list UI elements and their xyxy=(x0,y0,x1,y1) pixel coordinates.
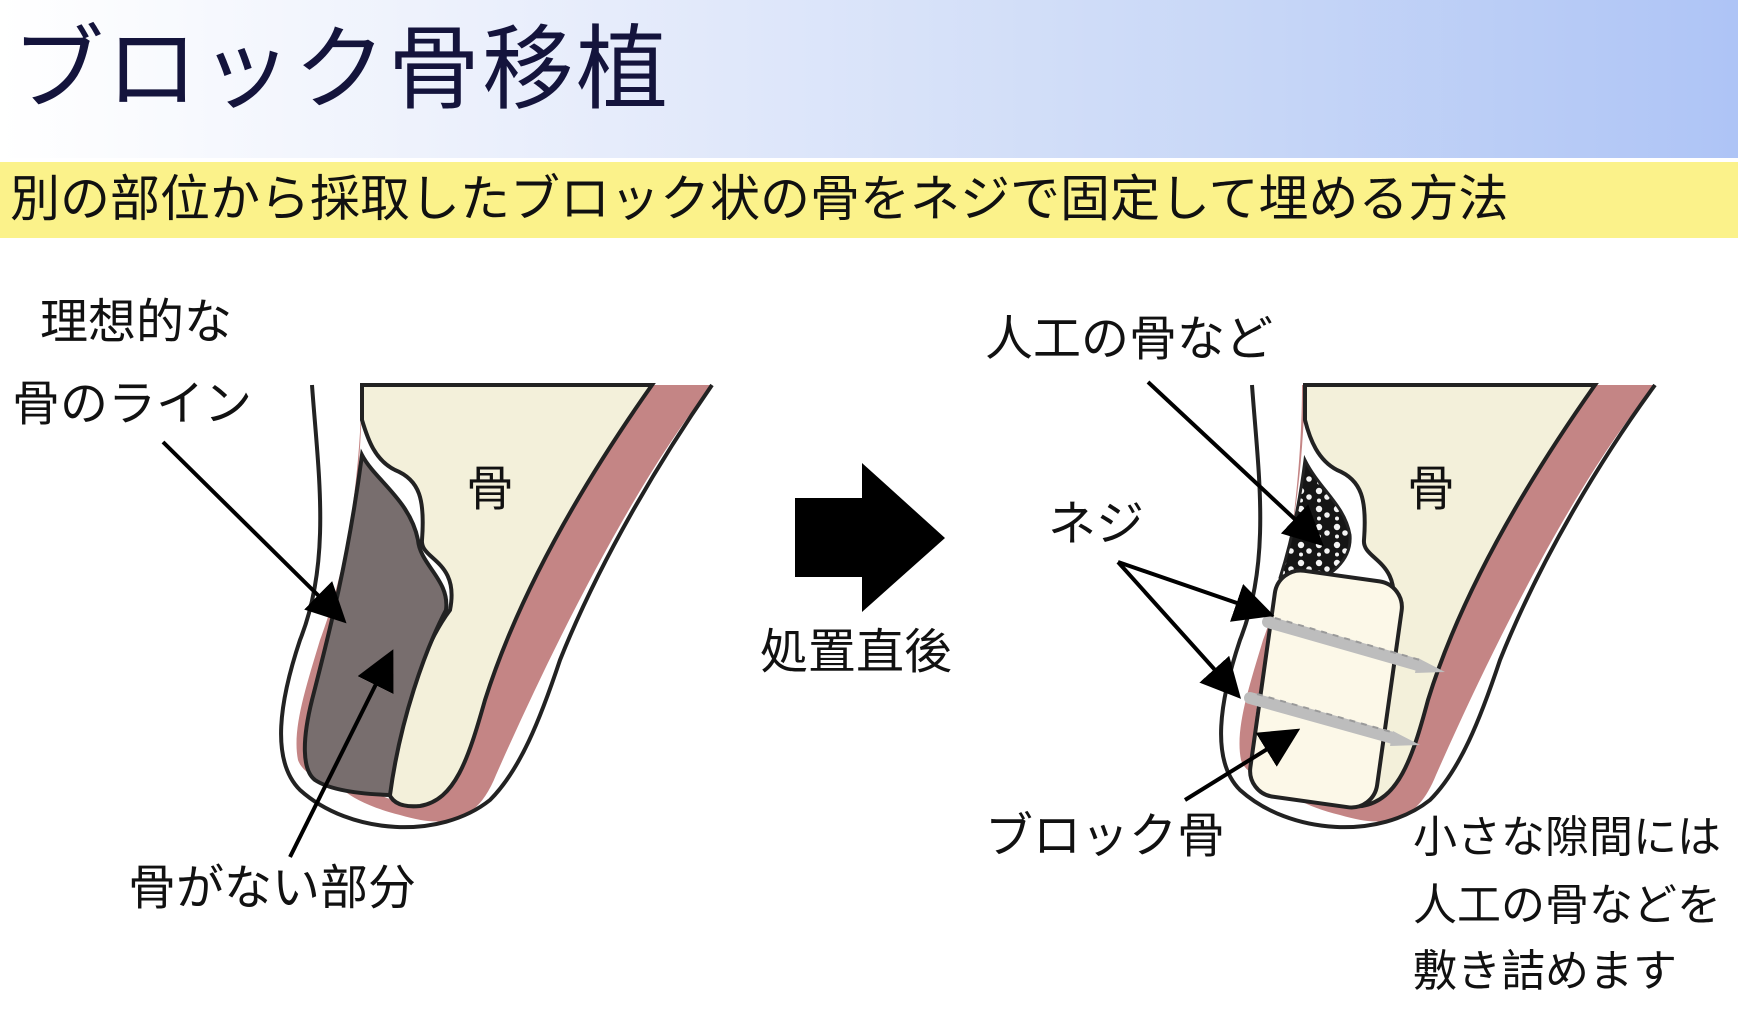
artificial-bone-granules xyxy=(1278,454,1352,587)
block-bone-label: ブロック骨 xyxy=(985,808,1226,864)
left-gum-tissue xyxy=(296,385,712,822)
right-bone-label: 骨 xyxy=(1407,461,1456,517)
ideal-bone-line-label-2: 骨のライン xyxy=(12,376,253,432)
header-band xyxy=(0,0,1738,158)
after-treatment-label: 処置直後 xyxy=(760,624,953,680)
screw-label: ネジ xyxy=(1048,496,1145,552)
page-title: ブロック骨移植 xyxy=(12,16,671,123)
left-missing-bone-area xyxy=(302,448,449,798)
screw-lower xyxy=(1244,692,1420,746)
gap-note-line-3: 敷き詰めます xyxy=(1413,946,1677,997)
artificial-bone-label: 人工の骨など xyxy=(985,311,1274,367)
screw-pointer-upper xyxy=(1117,560,1275,622)
right-gum-tissue xyxy=(1239,385,1655,822)
page-subtitle: 別の部位から採取したブロック状の骨をネジで固定して埋める方法 xyxy=(10,170,1509,228)
ideal-bone-line-label-1: 理想的な xyxy=(40,294,233,350)
artificial-bone-pointer xyxy=(1146,380,1324,547)
gap-note-line-1: 小さな隙間には xyxy=(1413,812,1721,863)
block-bone-pointer xyxy=(1183,728,1301,802)
missing-bone-label: 骨がない部分 xyxy=(128,860,417,916)
screw-upper xyxy=(1262,616,1445,673)
missing-bone-pointer xyxy=(288,649,394,858)
subtitle-band: 別の部位から採取したブロック状の骨をネジで固定して埋める方法 xyxy=(0,162,1738,238)
left-bone-label: 骨 xyxy=(466,461,515,517)
progress-arrow xyxy=(795,463,945,612)
screw-pointer-lower xyxy=(1116,560,1242,699)
gap-note-line-2: 人工の骨などを xyxy=(1413,880,1721,931)
ideal-line-pointer xyxy=(161,440,347,624)
